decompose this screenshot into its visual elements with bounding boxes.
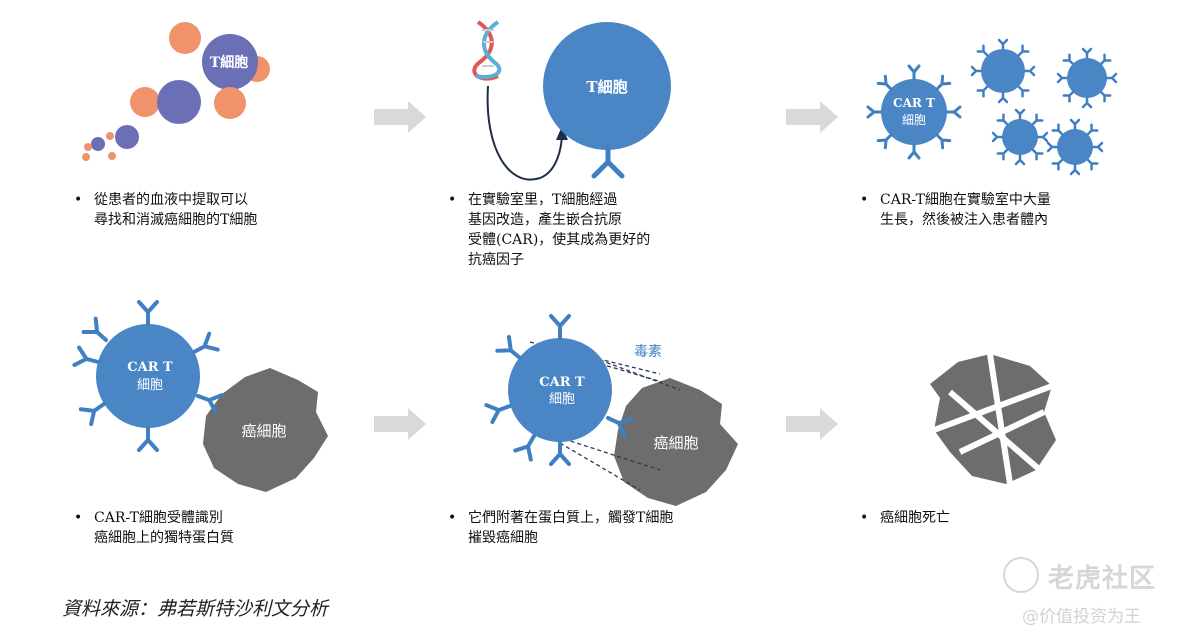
blood-cell xyxy=(106,132,114,140)
cancer-cell-label: 癌細胞 xyxy=(653,434,698,452)
t-cell-label: T細胞 xyxy=(210,54,248,71)
car-receptor xyxy=(591,145,625,179)
panel-3-expansion: CAR T 細胞 xyxy=(866,38,1118,176)
car-t-label-line1: CAR T xyxy=(539,375,585,390)
panel-2-gene-engineering: T細胞 xyxy=(472,20,671,181)
arrow-2 xyxy=(786,101,838,133)
blood-cell xyxy=(84,143,92,151)
blood-cell xyxy=(82,153,90,161)
t-cell xyxy=(543,22,671,150)
t-cell xyxy=(91,137,105,151)
watermark-logo-icon xyxy=(1003,557,1039,593)
caption-panel-2: 在實驗室里，T細胞經過 基因改造，產生嵌合抗原 受體(CAR)，使其成為更好的 … xyxy=(446,190,650,270)
panel-4-recognition: 癌細胞 CAR T 細胞 xyxy=(72,300,328,492)
arrow-4 xyxy=(786,408,838,440)
blood-cell xyxy=(169,22,201,54)
t-cell-label: T細胞 xyxy=(586,78,627,96)
panel-6-cell-death xyxy=(930,353,1056,485)
gene-insertion-arrow xyxy=(486,85,563,181)
watermark-handle: @价值投资为王 xyxy=(1022,607,1141,627)
dna-icon xyxy=(472,20,502,81)
car-t-cell-copy xyxy=(1046,118,1104,176)
car-t-label-line2: 細胞 xyxy=(549,392,575,407)
blood-cell xyxy=(108,152,116,160)
car-t-cell: CAR T 細胞 xyxy=(72,300,224,452)
t-cell xyxy=(115,125,139,149)
toxin-label: 毒素 xyxy=(634,344,662,360)
arrow-1 xyxy=(374,101,426,133)
blood-cell xyxy=(130,87,160,117)
panel-1-blood-cells: T細胞 xyxy=(82,22,270,161)
car-t-label-line2: 細胞 xyxy=(902,113,926,127)
car-t-cell-copy xyxy=(991,108,1049,166)
caption-panel-4: CAR-T細胞受體識別 癌細胞上的獨特蛋白質 xyxy=(72,508,234,548)
t-cell xyxy=(202,34,258,90)
source-note: 資料來源：弗若斯特沙利文分析 xyxy=(62,598,329,620)
caption-panel-1: 從患者的血液中提取可以 尋找和消滅癌細胞的T細胞 xyxy=(72,190,257,230)
caption-panel-3: CAR-T細胞在實驗室中大量 生長，然後被注入患者體內 xyxy=(858,190,1051,230)
car-t-cell-copy xyxy=(1056,47,1118,109)
car-t-cell-main: CAR T 細胞 xyxy=(866,64,962,160)
arrow-3 xyxy=(374,408,426,440)
panel-5-toxin-release: 癌細胞 毒素 CAR T 細胞 xyxy=(484,314,738,506)
caption-panel-5: 它們附著在蛋白質上，觸發T細胞 摧毀癌細胞 xyxy=(446,508,673,548)
t-cell xyxy=(157,80,201,124)
car-t-label-line1: CAR T xyxy=(127,360,173,375)
cancer-cell xyxy=(614,378,738,506)
cancer-cell xyxy=(203,368,328,492)
car-t-label-line2: 細胞 xyxy=(137,378,163,393)
car-t-label-line1: CAR T xyxy=(893,96,935,110)
cancer-cell-label: 癌細胞 xyxy=(241,422,286,440)
car-t-cell-copy xyxy=(970,38,1036,104)
arrow-head xyxy=(556,126,568,140)
caption-panel-6: 癌細胞死亡 xyxy=(858,508,950,528)
blood-cell xyxy=(214,87,246,119)
watermark-title: 老虎社区 xyxy=(1048,564,1157,594)
car-t-cell: CAR T 細胞 xyxy=(484,314,634,466)
cell-fractures xyxy=(932,353,1054,485)
